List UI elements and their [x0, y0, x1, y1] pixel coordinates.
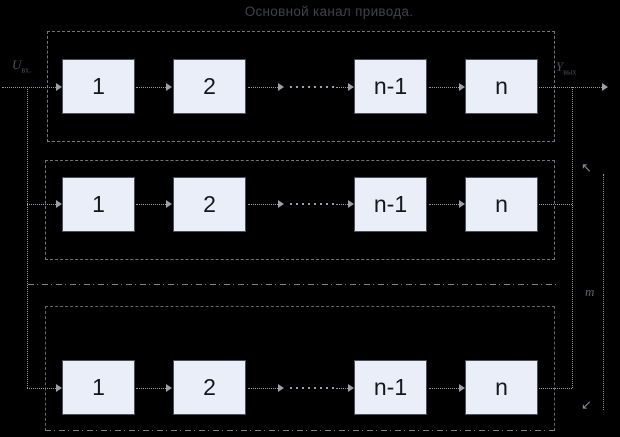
block-label: 2	[203, 191, 216, 217]
block-label: n-1	[373, 374, 408, 400]
arrow-head	[56, 200, 62, 208]
block-label: 2	[203, 374, 216, 400]
output-label: Yвых	[556, 59, 576, 77]
output-line	[539, 388, 572, 389]
block-label: 1	[92, 374, 105, 400]
reserve-count-label: m	[585, 284, 595, 299]
connector-line	[136, 87, 166, 88]
main-channel-frame	[47, 31, 555, 142]
diagram-title: Основной канал привода.	[244, 4, 414, 19]
connector-line	[429, 204, 459, 205]
arrow-head	[166, 83, 172, 91]
dimension-arrow-up-icon: ↖	[581, 160, 592, 175]
block-label: 1	[92, 191, 105, 217]
block-label: 1	[92, 73, 105, 99]
block-main-n1: n-1	[354, 59, 427, 114]
output-symbol: Y	[556, 59, 564, 74]
block-label: n	[495, 374, 508, 400]
block-label: n	[495, 191, 508, 217]
output-line	[539, 204, 572, 205]
omitted-blocks-ellipsis	[290, 203, 336, 205]
input-label: Uвх.	[12, 57, 31, 75]
connector-line	[429, 87, 459, 88]
arrow-head	[166, 200, 172, 208]
block-main-n: n	[465, 59, 538, 114]
reserve-count-dimension-line	[603, 174, 604, 410]
connector-line	[336, 204, 348, 205]
connector-line	[336, 87, 348, 88]
connector-line	[248, 87, 278, 88]
arrow-head	[459, 200, 465, 208]
omitted-blocks-ellipsis	[290, 86, 336, 88]
block-res1-n: n	[465, 177, 538, 232]
input-line	[27, 204, 56, 205]
arrow-head	[56, 384, 62, 392]
arrow-head	[278, 83, 284, 91]
block-res1-2: 2	[173, 177, 246, 232]
connector-line	[248, 388, 278, 389]
arrow-head	[56, 83, 62, 91]
input-symbol: U	[12, 57, 22, 72]
input-distribution-line	[27, 87, 28, 388]
block-label: n	[495, 73, 508, 99]
block-res2-n1: n-1	[354, 360, 427, 415]
block-res1-1: 1	[62, 177, 135, 232]
arrow-head	[602, 83, 608, 91]
block-label: n-1	[373, 73, 408, 99]
connector-line	[136, 388, 166, 389]
arrow-head	[278, 384, 284, 392]
block-res2-1: 1	[62, 360, 135, 415]
block-label: 2	[203, 73, 216, 99]
arrow-head	[348, 384, 354, 392]
arrow-head	[348, 83, 354, 91]
reserve-channel-2-frame-bottom	[45, 430, 555, 431]
block-main-1: 1	[62, 59, 135, 114]
channels-continuation-separator	[28, 284, 558, 285]
connector-line	[429, 388, 459, 389]
dimension-arrow-down-icon: ↙	[581, 397, 592, 412]
output-collector-line	[572, 87, 573, 388]
input-line	[27, 388, 56, 389]
omitted-blocks-ellipsis	[290, 387, 336, 389]
output-line	[539, 87, 602, 88]
block-label: n-1	[373, 191, 408, 217]
block-main-2: 2	[173, 59, 246, 114]
connector-line	[136, 204, 166, 205]
block-res2-2: 2	[173, 360, 246, 415]
arrow-head	[459, 384, 465, 392]
arrow-head	[459, 83, 465, 91]
connector-line	[248, 204, 278, 205]
block-res1-n1: n-1	[354, 177, 427, 232]
output-subscript: вых	[563, 67, 577, 77]
input-line	[2, 87, 56, 88]
arrow-head	[166, 384, 172, 392]
reserve-channel-2-frame	[45, 306, 555, 431]
arrow-head	[278, 200, 284, 208]
arrow-head	[348, 200, 354, 208]
block-res2-n: n	[465, 360, 538, 415]
reserve-channel-1-frame	[45, 160, 555, 260]
connector-line	[336, 388, 348, 389]
input-subscript: вх.	[21, 65, 32, 75]
